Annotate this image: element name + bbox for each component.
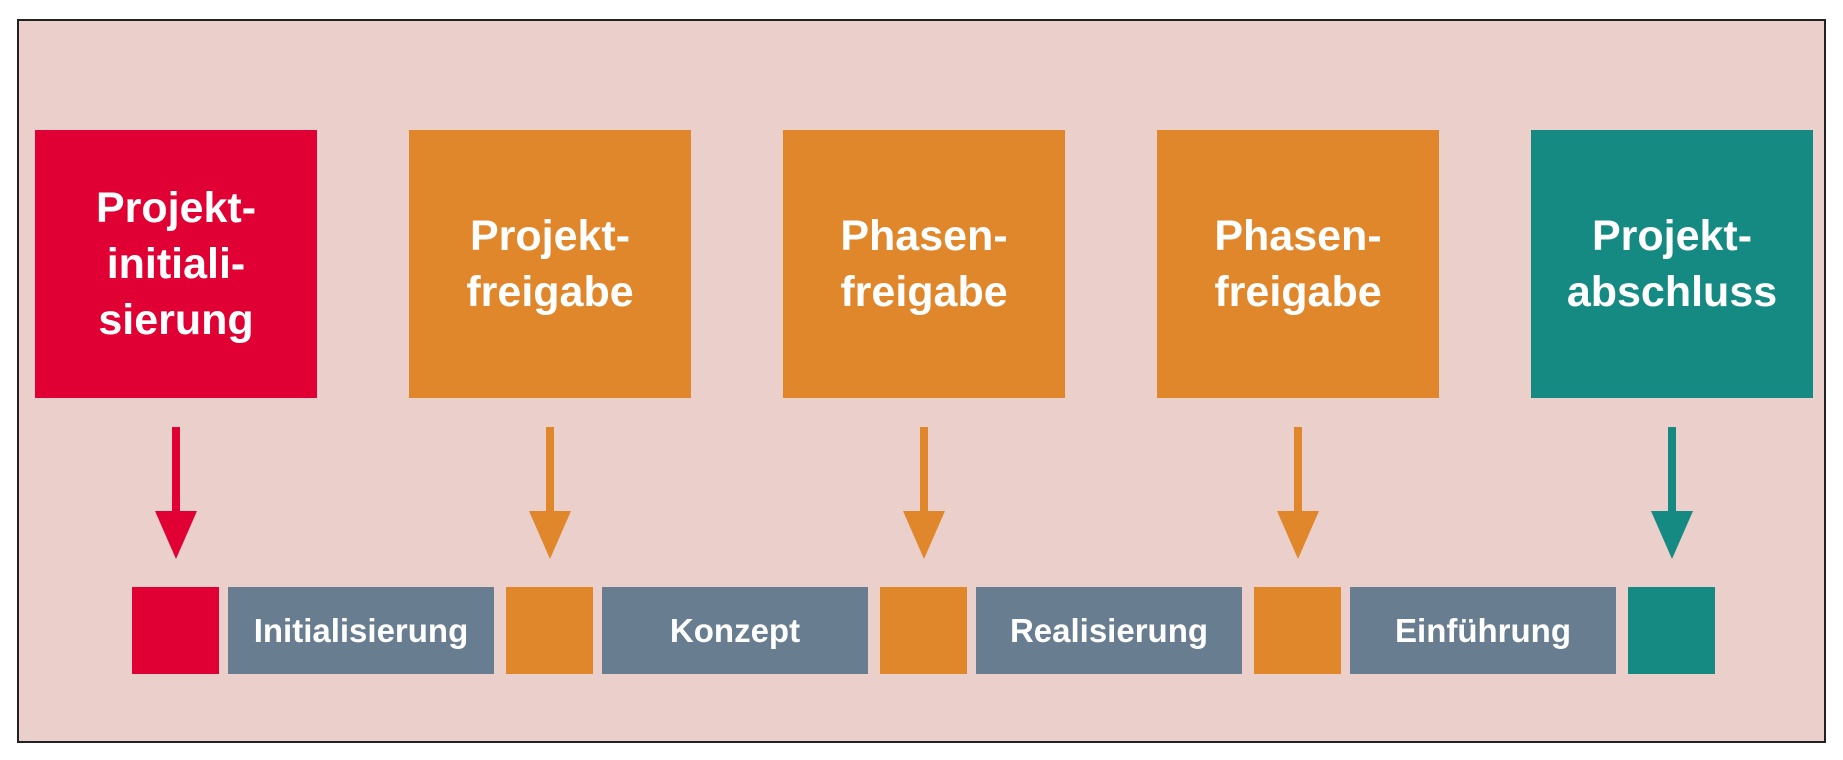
milestone-box-projekt-initialisierung: Projekt- initiali- sierung: [35, 130, 317, 398]
gate-square-projekt-freigabe: [506, 587, 593, 674]
milestone-label: Projekt- freigabe: [466, 212, 634, 316]
milestone-box-phasen-freigabe-2: Phasen- freigabe: [1157, 130, 1439, 398]
milestone-box-projekt-abschluss: Projekt- abschluss: [1531, 130, 1813, 398]
phase-label: Einführung: [1395, 611, 1571, 649]
gate-square-phasen-freigabe-1: [880, 587, 967, 674]
phase-label: Konzept: [669, 611, 801, 649]
phase-label: Initialisierung: [253, 611, 469, 649]
arrow-down-icon: [1651, 427, 1693, 559]
phase-bar-realisierung: Realisierung: [976, 587, 1242, 674]
gate-square-start: [132, 587, 219, 674]
phase-label: Realisierung: [1009, 611, 1209, 649]
gate-square-end: [1628, 587, 1715, 674]
milestone-label: Phasen- freigabe: [840, 212, 1008, 316]
milestone-label: Projekt- initiali- sierung: [95, 184, 257, 344]
diagram-canvas: Projekt- initiali- sierung Projekt- frei…: [17, 19, 1826, 743]
arrow-down-icon: [903, 427, 945, 559]
phase-bar-konzept: Konzept: [602, 587, 868, 674]
milestone-box-phasen-freigabe-1: Phasen- freigabe: [783, 130, 1065, 398]
arrow-down-icon: [529, 427, 571, 559]
arrow-down-icon: [155, 427, 197, 559]
phase-bar-einfuehrung: Einführung: [1350, 587, 1616, 674]
milestone-box-projekt-freigabe: Projekt- freigabe: [409, 130, 691, 398]
gate-square-phasen-freigabe-2: [1254, 587, 1341, 674]
phase-bar-initialisierung: Initialisierung: [228, 587, 494, 674]
milestone-label: Projekt- abschluss: [1566, 212, 1778, 316]
milestone-label: Phasen- freigabe: [1214, 212, 1382, 316]
arrow-down-icon: [1277, 427, 1319, 559]
